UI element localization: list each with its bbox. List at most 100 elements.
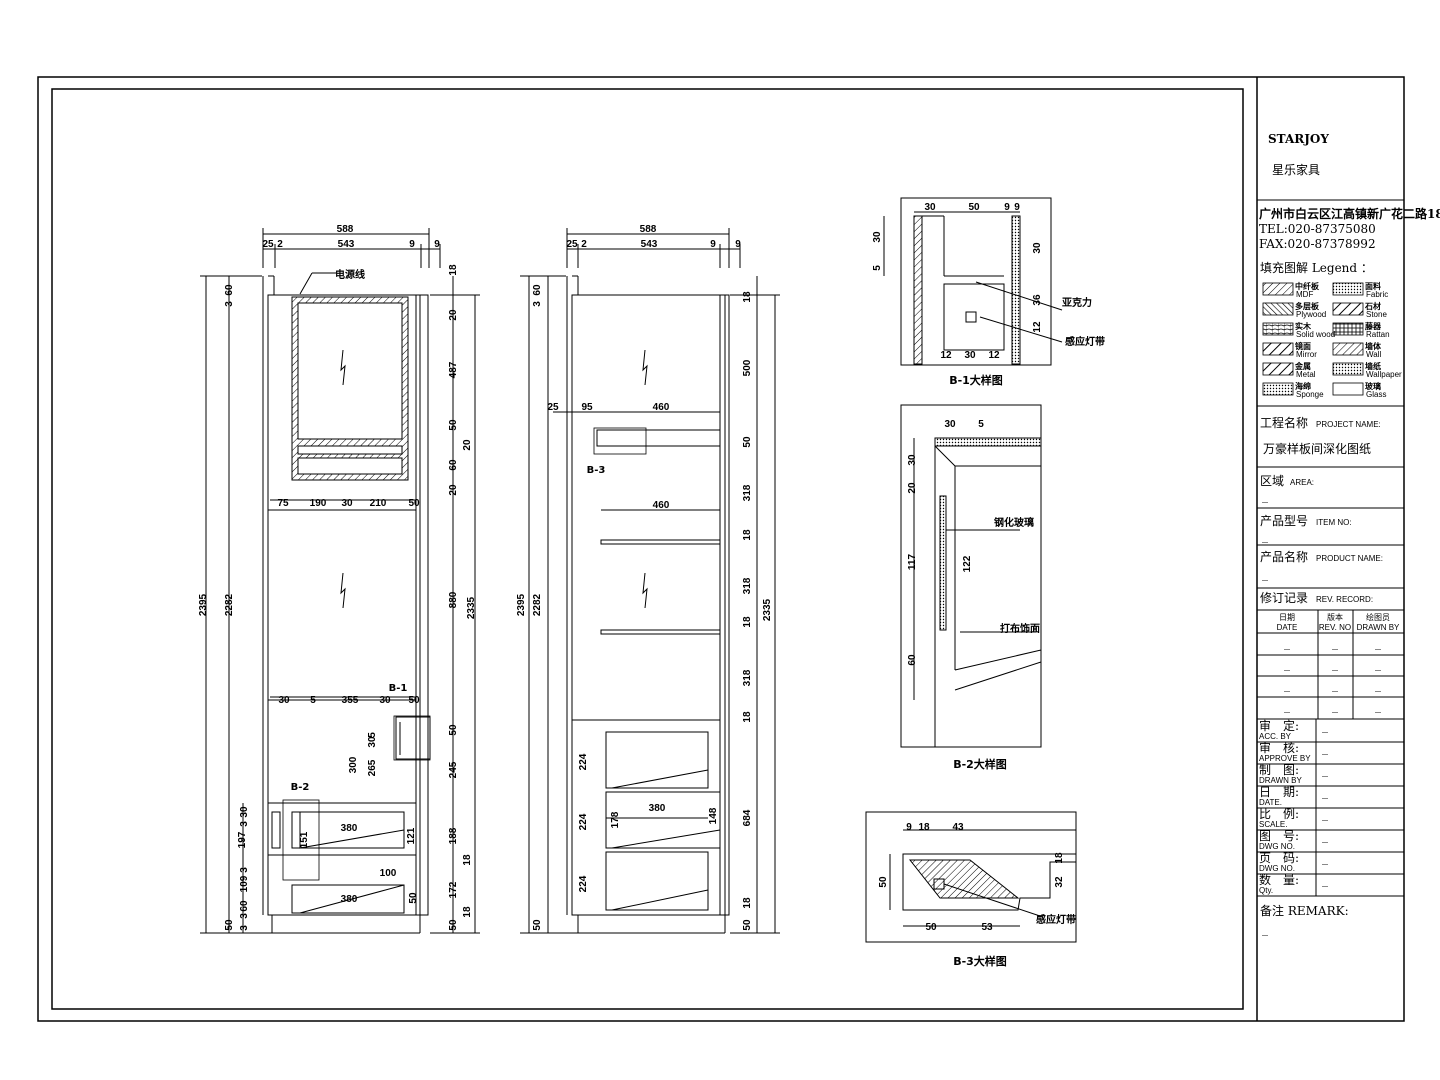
dim-label: 18 [742,529,753,541]
rev-cell: _ [1332,678,1338,692]
dim-label: 122 [962,555,973,572]
dim-label: 148 [708,807,719,824]
dim-label: 30 [944,419,956,430]
legend-label-cn: 面料 [1365,281,1381,291]
dim-label: 380 [341,823,358,834]
dim-label: 50 [742,436,753,448]
dim-label: 880 [448,591,459,608]
dim-label: 9 [434,239,440,250]
dim-label: 20 [448,484,459,496]
dim-label: 3 [224,301,235,307]
fabric-finish-label: 打布饰面 [1000,622,1040,635]
legend-label-cn: 金属 [1294,361,1311,371]
dim-label: 30 [964,350,976,361]
dim-label: 30 [907,454,918,466]
dim-label: 121 [406,827,417,844]
dim-label: 50 [408,498,420,509]
callout-b2: B-2 [291,782,310,793]
dim-label: 50 [448,724,459,736]
dim-label: 12 [940,350,952,361]
field-label-en: APPROVE BY [1259,754,1311,763]
product-label-en: PRODUCT NAME: [1316,554,1383,563]
legend-swatch [1262,362,1294,376]
rev-cell: _ [1284,636,1290,650]
field-value: _ [1322,873,1328,887]
field-label-en: Qty. [1259,886,1273,895]
dim-label: 50 [408,892,419,904]
rev-header-en: DRAWN BY [1357,623,1400,632]
dim-label: 50 [532,919,543,931]
legend-label-cn: 实木 [1295,321,1312,331]
dim-label: 60 [448,459,459,471]
dim-label: 50 [742,919,753,931]
rev-cell: _ [1284,657,1290,671]
dim-label: 5 [978,419,984,430]
dim-label: 25 [547,402,559,413]
dim-label: 50 [925,922,937,933]
legend-label-en: Glass [1366,390,1386,399]
dim-label: 30 [924,202,936,213]
rev-cell: _ [1375,699,1381,713]
dim-label: 9 [1004,202,1010,213]
tel: TEL:020-87375080 [1259,222,1376,236]
power-cord-label: 电源线 [335,268,365,281]
legend-label-en: Solid wood [1296,330,1335,339]
dim-label: 30 [379,695,391,706]
legend-label-cn: 藤器 [1364,321,1382,331]
dim-label: 50 [448,919,459,931]
remark-value: _ [1262,922,1268,936]
legend-swatch [1332,342,1364,356]
dim-label: 300 [348,756,359,773]
rev-cell: _ [1332,636,1338,650]
dim-label: 3 [239,821,250,827]
dim-label: 245 [448,761,459,778]
dim-label: 50 [448,419,459,431]
dim-label: 18 [742,291,753,303]
legend-label-cn: 中纤板 [1295,281,1320,291]
rev-header-en: REV. NO [1319,623,1351,632]
legend-label-en: Metal [1296,370,1316,379]
dim-label: 9 [710,239,716,250]
dim-label: 18 [448,264,459,276]
field-label-cn: 页 码: [1259,851,1299,865]
dim-label: 224 [578,753,589,770]
dim-label: 543 [338,239,355,250]
inner-frame [51,88,1244,1010]
dim-label: 151 [299,831,310,848]
dim-label: 36 [1032,294,1043,306]
dim-label: 53 [981,922,993,933]
dim-label: 9 [906,822,912,833]
brand-logo: STARJOY [1268,132,1329,146]
field-value: _ [1322,763,1328,777]
dim-label: 50 [968,202,980,213]
project-name: 万豪样板间深化图纸 [1263,441,1371,456]
fax: FAX:020-87378992 [1259,237,1376,251]
dim-label: 188 [448,827,459,844]
dim-label: 75 [277,498,289,509]
rev-record-label-en: REV. RECORD: [1316,595,1373,604]
dim-label: 30 [367,736,378,748]
dim-label: 2395 [516,593,527,616]
legend-label-cn: 玻璃 [1365,381,1381,391]
dim-label: 60 [239,900,250,912]
legend-swatch [1262,342,1294,356]
rev-cell: _ [1284,699,1290,713]
field-value: _ [1322,807,1328,821]
legend-swatch [1262,322,1294,336]
elevation-2 [520,228,780,934]
dim-label: 318 [742,669,753,686]
item-no-label: 产品型号 [1260,514,1308,528]
project-label-en: PROJECT NAME: [1316,420,1381,429]
field-value: _ [1322,741,1328,755]
legend-title: 填充图解 Legend ： [1260,260,1373,275]
dim-label: 109 [239,875,250,892]
legend-swatch [1262,282,1294,296]
dim-label: 460 [653,500,670,511]
dim-label: 50 [878,876,889,888]
field-label-en: SCALE. [1259,820,1287,829]
tempered-glass-label: 钢化玻璃 [994,516,1034,529]
dim-label: 318 [742,484,753,501]
dim-label: 25 [566,239,578,250]
dim-label: 60 [907,654,918,666]
field-value: _ [1322,719,1328,733]
